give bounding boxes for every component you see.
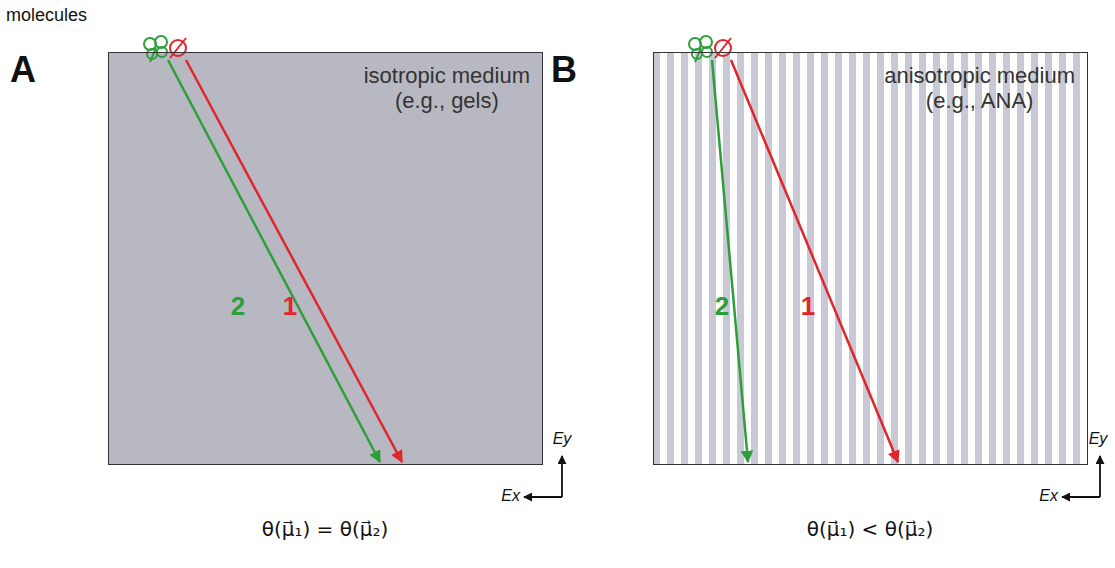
compact-molecule <box>170 38 186 58</box>
field-axis-label: Ey <box>553 430 572 448</box>
anisotropic-ground <box>653 52 1088 465</box>
field-axis <box>1062 496 1100 498</box>
trajectory-arrow <box>731 60 898 462</box>
medium-label: isotropic medium <box>364 63 530 88</box>
medium-label: (e.g., ANA) <box>884 88 1075 113</box>
panel-letter: B <box>551 50 577 90</box>
molecules-label: molecules <box>6 6 87 26</box>
medium-label: anisotropic medium <box>884 63 1075 88</box>
trajectory-arrow <box>168 60 380 462</box>
folded-molecule <box>144 36 167 62</box>
medium-caption: anisotropic medium(e.g., ANA) <box>884 63 1075 114</box>
medium-panel: anisotropic medium(e.g., ANA) <box>653 52 1088 465</box>
panel-letter: A <box>10 50 36 90</box>
field-axis-label: Ey <box>1089 430 1108 448</box>
angle-relation: θ(μ⃗₁) < θ(μ⃗₂) <box>807 518 934 540</box>
field-axis <box>1099 456 1101 497</box>
field-axis <box>561 456 563 497</box>
trajectory-number: 2 <box>715 292 729 321</box>
medium-label: (e.g., gels) <box>364 88 530 113</box>
trajectory-number: 1 <box>801 292 815 321</box>
field-axis-label: Ex <box>501 487 520 505</box>
compact-molecule <box>715 38 731 58</box>
trajectory-arrow <box>712 60 748 462</box>
angle-relation: θ(μ⃗₁) = θ(μ⃗₂) <box>262 518 389 540</box>
trajectory-number: 1 <box>283 292 297 321</box>
trajectory-arrow <box>186 60 402 462</box>
isotropic-ground <box>108 52 543 465</box>
folded-molecule <box>689 36 712 62</box>
medium-panel: isotropic medium(e.g., gels) <box>108 52 543 465</box>
field-axis-label: Ex <box>1039 487 1058 505</box>
medium-caption: isotropic medium(e.g., gels) <box>364 63 530 114</box>
trajectory-number: 2 <box>231 292 245 321</box>
field-axis <box>524 496 562 498</box>
